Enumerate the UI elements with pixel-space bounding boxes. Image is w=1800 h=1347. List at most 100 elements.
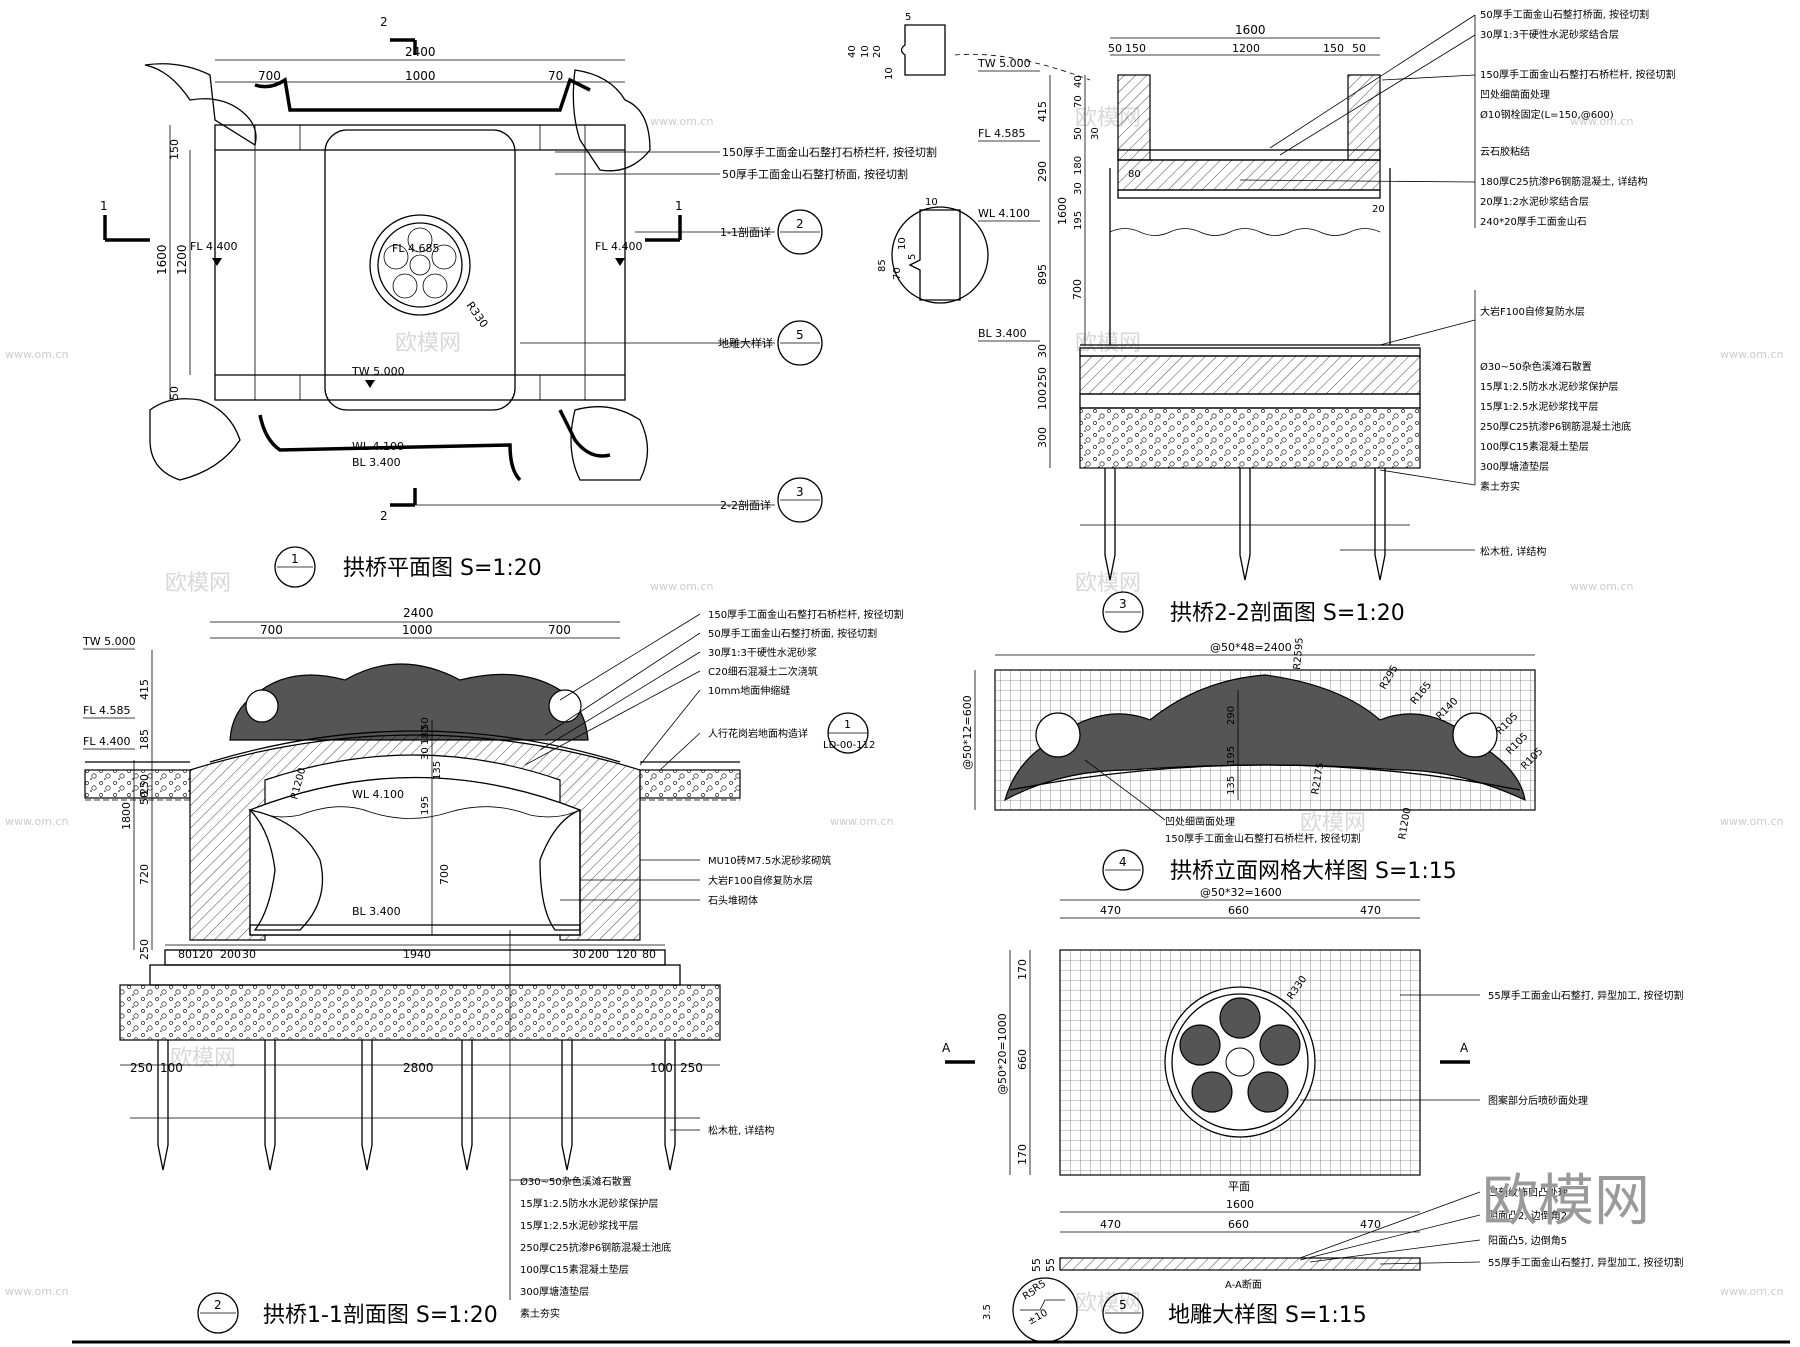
dim-label: 5	[905, 12, 911, 23]
dim-label: 30	[1090, 127, 1101, 140]
dim-label: 50	[1073, 127, 1084, 140]
watermark-url: www.om.cn	[830, 815, 893, 828]
title-bubble	[1102, 1292, 1144, 1334]
note: 15厚1:2.5防水水泥砂浆保护层	[520, 1197, 658, 1210]
dim-label: 720	[138, 864, 151, 885]
dim-label: 415	[1036, 101, 1049, 122]
dim-label: 50	[138, 791, 151, 805]
dim-label: 85	[877, 259, 888, 272]
radius-label: R1200	[1397, 807, 1413, 841]
watermark: 欧模网	[165, 571, 231, 596]
dim-label: 70	[548, 69, 563, 83]
dim-label: 10	[897, 237, 908, 250]
dim-label: 80	[1128, 169, 1141, 180]
dim-label: 135	[1226, 776, 1237, 795]
note: 大岩F100自修复防水层	[1480, 305, 1585, 318]
dim-label: 80	[178, 948, 192, 961]
level-label: WL 4.100	[978, 207, 1030, 220]
ref-label: 地雕大样详	[718, 336, 773, 350]
section-mark: 1	[100, 199, 108, 213]
plan-view: 2400 1000 700 70 1600 1200 150 50 1 1 2 …	[100, 15, 937, 588]
note: Ø30~50杂色溪滩石散置	[520, 1175, 632, 1188]
detail-ref-bubble[interactable]	[777, 209, 823, 255]
dim-label: 50	[168, 386, 181, 400]
dim-label: 30	[1036, 344, 1049, 358]
note: 大岩F100自修复防水层	[708, 874, 813, 887]
dim-label: 120	[616, 948, 637, 961]
dim-label: 250	[1036, 367, 1049, 388]
timber-piles	[1104, 468, 1386, 581]
note: Ø30~50杂色溪滩石散置	[1480, 360, 1592, 373]
watermark-url: www.om.cn	[5, 348, 68, 361]
level-label: FL 4.400	[190, 240, 237, 253]
dim-label: 50	[420, 717, 431, 730]
dim-label: 30	[1073, 182, 1084, 195]
ref-num: 3	[796, 485, 804, 499]
dim-label: 195	[1226, 746, 1237, 765]
detail-ref-bubble[interactable]	[777, 320, 823, 366]
view-label: 平面	[1228, 1180, 1250, 1193]
note: 50厚手工面金山石整打桥面, 按径切割	[722, 167, 908, 181]
watermark: 欧模网	[1075, 571, 1141, 596]
title-num: 2	[214, 1298, 222, 1312]
section-2-2: 5 40 10 20 10 10 10 5 70 85 1600 50 150 …	[847, 8, 1675, 633]
watermark-url: www.om.cn	[1570, 115, 1633, 128]
level-label: TW 5.000	[351, 365, 405, 378]
note: 阴面凸2, 边倒角2	[1488, 1210, 1567, 1222]
watermark-url: www.om.cn	[5, 815, 68, 828]
watermark-url: www.om.cn	[1720, 348, 1783, 361]
dim-label: 700	[438, 864, 451, 885]
dim-label: 1200	[1232, 42, 1260, 55]
title-num: 1	[291, 552, 299, 566]
dim-label: 700	[1071, 279, 1084, 300]
dim-label: 30	[572, 948, 586, 961]
title-num: 4	[1119, 855, 1127, 869]
drawing-title: 拱桥1-1剖面图 S=1:20	[263, 1303, 498, 1328]
dim-label: 50	[1108, 42, 1122, 55]
ref-label: 2-2剖面详	[720, 498, 771, 512]
dim-label: 5	[907, 254, 918, 260]
dim-label: 70	[892, 267, 903, 280]
dim-label: 100	[160, 1061, 183, 1075]
dim-label: 80	[642, 948, 656, 961]
dim-label: 470	[1360, 1218, 1381, 1231]
level-label: TW 5.000	[977, 57, 1031, 70]
drawing-title: 地雕大样图 S=1:15	[1168, 1303, 1367, 1328]
dim-label: 55	[1030, 1258, 1043, 1272]
radius-label: R330	[464, 299, 491, 330]
level-label: BL 3.400	[352, 905, 401, 918]
section22-notes: 50厚手工面金山石整打桥面, 按径切割 30厚1:3干硬性水泥砂浆结合层 150…	[1239, 8, 1675, 558]
note: 55厚手工面金山石整打, 异型加工, 按径切割	[1488, 989, 1683, 1002]
level-label: BL 3.400	[352, 456, 401, 469]
note: 30厚1:3干硬性水泥砂浆	[708, 646, 817, 659]
dim-label: 470	[1100, 904, 1121, 917]
note: 240*20厚手工面金山石	[1480, 215, 1587, 228]
dim-label: 170	[1016, 959, 1029, 980]
dim-label: 20	[1372, 204, 1385, 215]
dim-label: 120	[192, 948, 213, 961]
dim-label: 415	[138, 679, 151, 700]
dim-label: 1200	[175, 244, 189, 275]
detail-ref-bubble[interactable]	[777, 477, 823, 523]
dim-label: 100	[1036, 389, 1049, 410]
dim-label: ±10	[1026, 1308, 1050, 1328]
watermark-logo: 欧模网	[1482, 1169, 1650, 1234]
dim-label: 10	[925, 197, 938, 208]
dim-label: 250	[680, 1061, 703, 1075]
dim-label: 290	[1226, 706, 1237, 725]
title-num: 5	[1119, 1298, 1127, 1312]
dim-label: 250	[138, 939, 151, 960]
dim-label: 50	[1352, 42, 1366, 55]
section-mark: A	[942, 1041, 951, 1055]
dim-label: 70	[1073, 95, 1084, 108]
note: 凹处细凿面处理	[1165, 815, 1235, 828]
dim-label: 170	[1016, 1144, 1029, 1165]
dim-label: 200	[588, 948, 609, 961]
level-label: FL 4.585	[978, 127, 1025, 140]
note: C20细石混凝土二次浇筑	[708, 665, 818, 678]
timber-piles	[157, 1040, 676, 1171]
note: 250厚C25抗渗P6钢筋混凝土池底	[520, 1241, 671, 1254]
dim-label: 180	[1073, 156, 1084, 175]
level-label: FL 4.400	[83, 735, 130, 748]
